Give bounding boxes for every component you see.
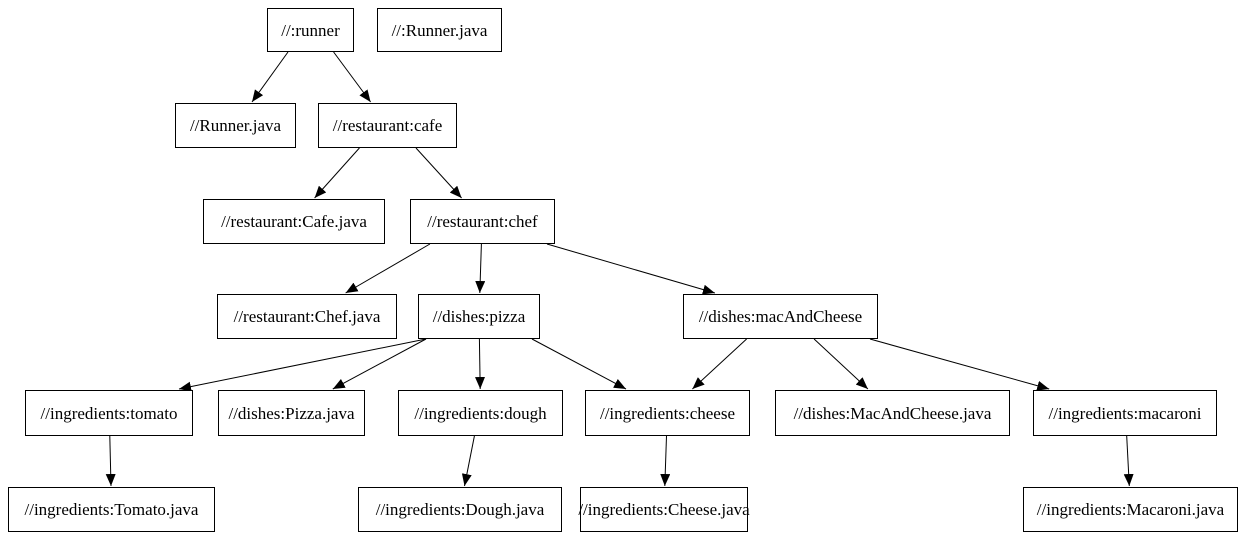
graph-node-cafe: //restaurant:cafe — [318, 103, 457, 148]
graph-node-chef-java: //restaurant:Chef.java — [217, 294, 397, 339]
graph-node-macaroni-java: //ingredients:Macaroni.java — [1023, 487, 1238, 532]
edge-pizza-to-cheese — [531, 338, 627, 390]
edge-mac-and-cheese-to-mac-and-cheese-java — [813, 338, 869, 390]
graph-node-dough: //ingredients:dough — [398, 390, 563, 436]
graph-node-runner-java: //Runner.java — [175, 103, 296, 148]
graph-node-pizza-java: //dishes:Pizza.java — [218, 390, 365, 436]
edge-group — [105, 51, 1134, 487]
edge-mac-and-cheese-to-macaroni — [869, 338, 1050, 391]
graph-node-runner-java-target: //:Runner.java — [377, 8, 502, 52]
graph-node-mac-and-cheese-java: //dishes:MacAndCheese.java — [775, 390, 1010, 436]
graph-node-mac-and-cheese: //dishes:macAndCheese — [683, 294, 878, 339]
graph-node-cheese: //ingredients:cheese — [585, 390, 750, 436]
edge-cafe-to-chef — [415, 147, 462, 199]
graph-node-tomato: //ingredients:tomato — [25, 390, 193, 436]
edge-pizza-to-dough — [475, 338, 486, 390]
edge-mac-and-cheese-to-cheese — [692, 338, 747, 390]
edge-runner-to-runner-java — [251, 51, 289, 103]
edge-cheese-to-cheese-java — [660, 435, 671, 487]
edge-macaroni-to-macaroni-java — [1123, 435, 1134, 487]
graph-node-pizza: //dishes:pizza — [418, 294, 540, 339]
edge-chef-to-mac-and-cheese — [546, 243, 716, 295]
edge-tomato-to-tomato-java — [105, 435, 116, 487]
graph-node-cafe-java: //restaurant:Cafe.java — [203, 199, 385, 244]
edge-chef-to-chef-java — [345, 243, 431, 294]
edge-chef-to-pizza — [475, 243, 486, 294]
graph-node-dough-java: //ingredients:Dough.java — [358, 487, 562, 532]
graph-node-cheese-java: //ingredients:Cheese.java — [578, 487, 750, 532]
graph-node-runner: //:runner — [267, 8, 354, 52]
edge-dough-to-dough-java — [461, 435, 475, 487]
graph-node-macaroni: //ingredients:macaroni — [1033, 390, 1217, 436]
graph-node-chef: //restaurant:chef — [410, 199, 555, 244]
edge-runner-to-cafe — [333, 51, 372, 103]
edge-pizza-to-pizza-java — [332, 338, 427, 390]
edge-pizza-to-tomato — [178, 338, 427, 392]
edge-cafe-to-cafe-java — [314, 147, 360, 199]
graph-node-tomato-java: //ingredients:Tomato.java — [8, 487, 215, 532]
